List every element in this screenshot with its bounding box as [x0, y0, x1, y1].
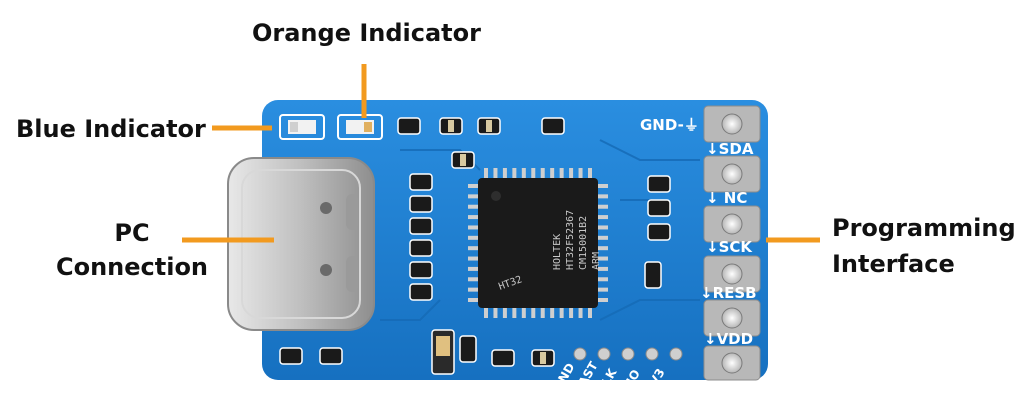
chip-pin: [559, 308, 564, 318]
chip-pin: [468, 287, 478, 292]
chip-pin: [598, 287, 608, 292]
pin-label-vdd: ↓VDD: [704, 330, 753, 348]
chip-pin: [598, 235, 608, 240]
chip-pin: [531, 308, 536, 318]
chip-pin: [540, 168, 545, 178]
pin-label-nc: ↓ NC: [706, 189, 747, 207]
pin-label-resb: ↓RESB: [700, 284, 757, 302]
chip-pin: [468, 225, 478, 230]
programming-interface-line-2: Interface: [832, 250, 955, 278]
chip-pin: [468, 256, 478, 261]
chip-marking-1: HOLTEK: [552, 234, 563, 270]
chip-pin: [578, 308, 583, 318]
chip-pin: [578, 168, 583, 178]
chip-pin: [598, 246, 608, 251]
chip-pin: [569, 308, 574, 318]
mcu-pins: [468, 168, 608, 318]
chip-pin: [468, 184, 478, 188]
chip-marking-3: CM15001B2: [578, 216, 589, 270]
programming-header: [703, 105, 761, 381]
chip-pin: [598, 204, 608, 209]
chip-pin: [598, 266, 608, 271]
chip-pin: [512, 308, 517, 318]
chip-pin: [559, 168, 564, 178]
chip-pin: [493, 168, 498, 178]
orange-indicator-led: [337, 114, 383, 140]
programming-interface-line-1: Programming: [832, 214, 1016, 242]
chip-pin: [598, 184, 608, 188]
chip-pin: [468, 298, 478, 302]
mcu-chip: HOLTEK HT32F52367 CM15001B2 ARM HT32: [478, 178, 602, 308]
blue-indicator-led: [279, 114, 325, 140]
chip-marking-2: HT32F52367: [565, 210, 576, 270]
chip-pin: [598, 298, 608, 302]
chip-pin: [588, 308, 592, 318]
pc-connection-line-1: PC: [114, 219, 150, 247]
chip-pin: [550, 168, 555, 178]
chip-pin: [468, 194, 478, 199]
chip-pin: [468, 277, 478, 282]
chip-pin: [598, 215, 608, 220]
chip-pin: [598, 277, 608, 282]
chip-pin: [502, 168, 507, 178]
chip-marking-4: ARM: [591, 252, 602, 270]
smd-components: [279, 117, 671, 375]
chip-pin: [468, 204, 478, 209]
chip-pin: [550, 308, 555, 318]
chip-pin: [598, 225, 608, 230]
bottom-test-pads: [573, 347, 683, 361]
chip-pin: [484, 168, 488, 178]
chip-pin: [540, 308, 545, 318]
chip-pin: [493, 308, 498, 318]
callout-lines: [182, 64, 820, 243]
chip-pin: [569, 168, 574, 178]
chip-pin: [521, 168, 526, 178]
chip-pin: [531, 168, 536, 178]
pin-label-gnd: GND-⏚: [640, 116, 699, 134]
chip-pin: [521, 308, 526, 318]
chip-pin: [468, 246, 478, 251]
chip-pin: [468, 266, 478, 271]
chip-pin: [598, 194, 608, 199]
chip-pin: [598, 256, 608, 261]
chip-pin: [502, 308, 507, 318]
chip-pin: [468, 215, 478, 220]
chip-pin: [512, 168, 517, 178]
pc-connection-label: PC Connection: [52, 216, 212, 284]
usb-c-connector: [227, 157, 375, 331]
blue-indicator-label: Blue Indicator: [16, 115, 206, 143]
chip-pin: [468, 235, 478, 240]
programming-interface-label: Programming Interface: [832, 210, 1016, 282]
chip-pin: [484, 308, 488, 318]
orange-indicator-label: Orange Indicator: [252, 19, 481, 47]
pin-label-sda: ↓SDA: [706, 140, 754, 158]
pc-connection-line-2: Connection: [55, 253, 209, 281]
chip-pin: [588, 168, 592, 178]
pin-label-sck: ↓SCK: [706, 238, 753, 256]
